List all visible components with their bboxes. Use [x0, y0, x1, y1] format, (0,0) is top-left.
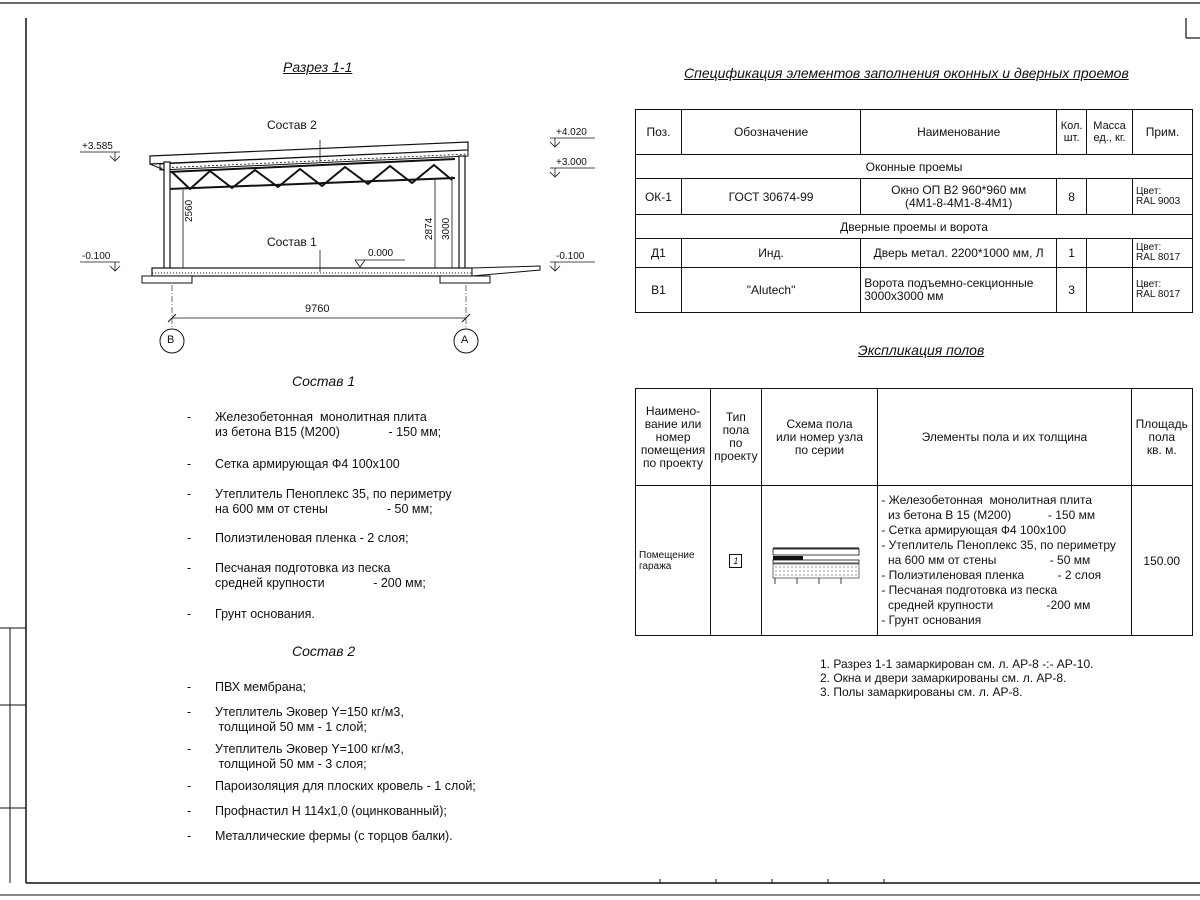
spec-cell [1086, 238, 1134, 268]
axis-b-marker [159, 328, 185, 354]
composition1-title: Состав 1 [292, 373, 356, 389]
spec-cell: "Alutech" [680, 267, 862, 313]
spec-cell: Цвет: RAL 8017 [1132, 267, 1193, 313]
composition2-list: -ПВХ мембрана; -Утеплитель Эковер Y=150 … [187, 680, 476, 843]
table-row: В1 "Alutech" Ворота подъемно-секционные … [635, 267, 1193, 313]
spec-cell: ГОСТ 30674-99 [680, 178, 862, 215]
composition2-title: Состав 2 [292, 643, 356, 659]
note-item: 1. Разрез 1-1 замаркирован см. л. АР-8 -… [820, 657, 1094, 671]
composition1-label: Состав 1 [267, 235, 317, 249]
floors-title: Экспликация полов [858, 342, 985, 358]
notes: 1. Разрез 1-1 замаркирован см. л. АР-8 -… [820, 657, 1093, 699]
composition2-label: Состав 2 [267, 118, 317, 132]
spec-cell: 8 [1056, 178, 1088, 215]
spec-col-header: Наименование [860, 109, 1058, 155]
spec-col-header: Прим. [1132, 109, 1193, 155]
floors-scheme-cell [760, 485, 879, 636]
floors-elements: - Железобетонная монолитная плита из бет… [877, 485, 1132, 636]
floors-col-header: Площадь пола кв. м. [1130, 388, 1194, 486]
floors-col-header: Наимено- вание или номер помещения по пр… [634, 388, 712, 486]
spec-title: Спецификация элементов заполнения оконны… [684, 65, 1129, 81]
section-drawing [80, 137, 595, 354]
floors-col-header: Тип пола по проекту [710, 388, 762, 486]
spec-col-header: Обозначение [680, 109, 862, 155]
spec-group-row: Оконные проемы [635, 154, 1193, 179]
floors-col-header: Схема пола или номер узла по серии [760, 388, 879, 486]
spec-group-windows: Оконные проемы [635, 154, 1193, 179]
floors-type: 1 [729, 554, 743, 568]
spec-table: Поз. Обозначение Наименование Кол. шт. М… [635, 109, 1193, 313]
axis-a-label: А [461, 334, 469, 346]
floors-col-header: Элементы пола и их толщина [877, 388, 1132, 486]
level-right-bottom: -0.100 [556, 251, 585, 262]
spec-header-row: Поз. Обозначение Наименование Кол. шт. М… [635, 109, 1193, 155]
spec-col-header: Кол. шт. [1056, 109, 1088, 155]
note-item: 2. Окна и двери замаркированы см. л. АР-… [820, 671, 1067, 685]
floors-room: Помещение гаража [634, 485, 712, 636]
table-row: Помещение гаража 1 [634, 485, 1194, 636]
dim-span: 9760 [305, 303, 330, 315]
floors-area: 150.00 [1130, 485, 1194, 636]
spec-cell: Ворота подъемно-секционные 3000х3000 мм [860, 267, 1058, 313]
level-floor: 0.000 [368, 248, 394, 259]
spec-cell: Инд. [680, 238, 862, 268]
spec-cell: 3 [1056, 267, 1088, 313]
spec-cell: Цвет: RAL 9003 [1132, 178, 1193, 215]
spec-cell [1086, 178, 1134, 215]
floors-table: Наимено- вание или номер помещения по пр… [634, 388, 1194, 636]
spec-cell: Д1 [635, 238, 682, 268]
composition1-list: -Железобетонная монолитная плита из бето… [187, 410, 452, 621]
level-right-mid: +3.000 [556, 157, 587, 168]
floors-header-row: Наимено- вание или номер помещения по пр… [634, 388, 1194, 486]
dim-2560: 2560 [184, 199, 195, 222]
spec-cell [1086, 267, 1134, 313]
spec-cell: Окно ОП В2 960*960 мм (4М1-8-4М1-8-4М1) [860, 178, 1058, 215]
axis-b-label: В [167, 334, 175, 346]
spec-col-header: Масса ед., кг. [1086, 109, 1134, 155]
note-item: 3. Полы замаркированы см. л. АР-8. [820, 685, 1023, 699]
dim-3000: 3000 [441, 217, 452, 240]
spec-cell: Цвет: RAL 8017 [1132, 238, 1193, 268]
spec-cell: В1 [635, 267, 682, 313]
floors-type-cell: 1 [710, 485, 762, 636]
spec-cell: ОК-1 [635, 178, 682, 215]
level-left-top: +3.585 [82, 141, 113, 152]
spec-group-row: Дверные проемы и ворота [635, 214, 1193, 239]
table-row: ОК-1 ГОСТ 30674-99 Окно ОП В2 960*960 мм… [635, 178, 1193, 215]
dim-2874: 2874 [424, 217, 435, 240]
floor-scheme-diagram [773, 547, 860, 584]
spec-group-doors: Дверные проемы и ворота [635, 214, 1193, 239]
level-left-bottom: -0.100 [82, 251, 111, 262]
section-title: Разрез 1-1 [283, 59, 353, 75]
level-right-top: +4.020 [556, 127, 587, 138]
spec-cell: Дверь метал. 2200*1000 мм, Л [860, 238, 1058, 268]
spec-col-header: Поз. [635, 109, 682, 155]
axis-a-marker [453, 328, 479, 354]
spec-cell: 1 [1056, 238, 1088, 268]
table-row: Д1 Инд. Дверь метал. 2200*1000 мм, Л 1 Ц… [635, 238, 1193, 268]
